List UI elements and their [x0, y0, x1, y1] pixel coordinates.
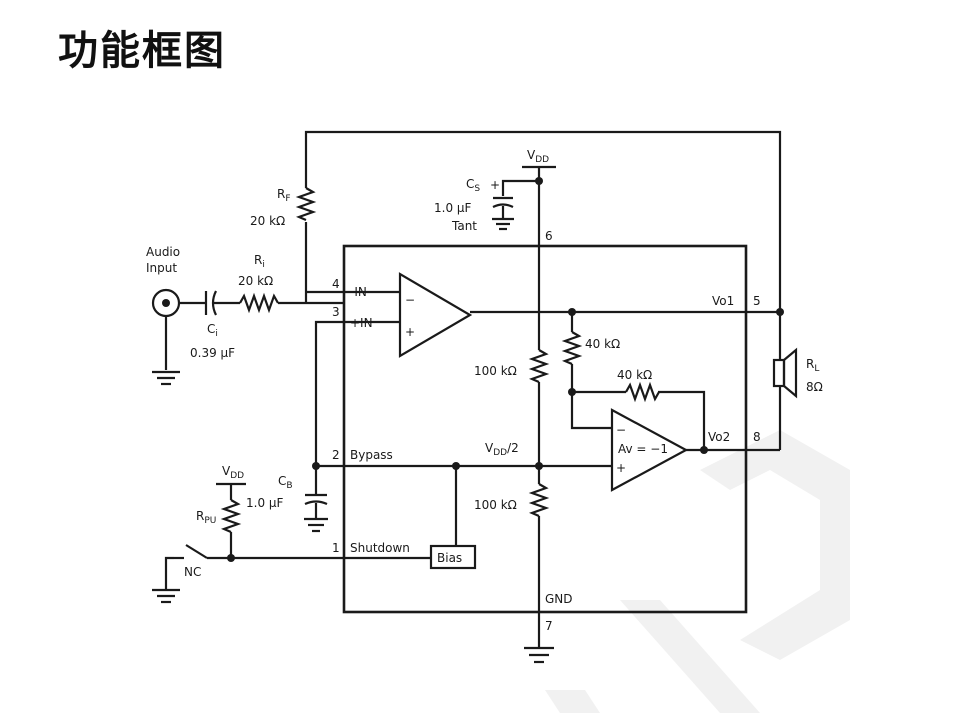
opamp-1-plus: +: [405, 325, 415, 339]
vo2-label: Vo2: [708, 430, 730, 444]
bypass-label: Bypass: [350, 448, 393, 462]
gnd-label: GND: [545, 592, 573, 606]
opamp-2-plus: +: [616, 461, 626, 475]
resistor-100k-bottom: [528, 483, 550, 518]
in-minus-label: -IN: [350, 285, 367, 299]
audio-input-label-1: Audio: [146, 245, 180, 259]
capacitor-ci: [204, 290, 217, 316]
ci-value: 0.39 µF: [190, 346, 235, 360]
resistor-100k-top: [528, 349, 550, 384]
resistor-40k-b: [625, 381, 660, 403]
r40k-a-value: 40 kΩ: [585, 337, 620, 351]
audio-input-label-2: Input: [146, 261, 177, 275]
resistor-rpu: [220, 499, 242, 534]
shutdown-switch-icon: [152, 544, 208, 604]
rf-label: RF: [277, 187, 291, 204]
opamp-2-gain: Av = −1: [618, 442, 668, 456]
resistor-rf: [295, 187, 317, 222]
capacitor-cs: [492, 196, 514, 231]
capacitor-cb: [304, 466, 328, 533]
opamp-1-minus: −: [405, 293, 415, 307]
rf-value: 20 kΩ: [250, 214, 285, 228]
ri-label: Ri: [254, 253, 265, 270]
cs-plus: +: [490, 178, 500, 192]
r40k-b-value: 40 kΩ: [617, 368, 652, 382]
pin-1: 1: [332, 541, 340, 555]
in-plus-label: +IN: [350, 316, 373, 330]
cb-value: 1.0 µF: [246, 496, 284, 510]
pin-6: 6: [545, 229, 553, 243]
cs-type: Tant: [451, 219, 477, 233]
nc-label: NC: [184, 565, 201, 579]
audio-input-jack-icon: [151, 288, 181, 386]
rl-label: RL: [806, 357, 819, 374]
opamp-2-minus: −: [616, 423, 626, 437]
vdd-left-label: VDD: [222, 464, 244, 481]
r100k-bottom-value: 100 kΩ: [474, 498, 517, 512]
pin-4: 4: [332, 277, 340, 291]
vo1-label: Vo1: [712, 294, 734, 308]
vdd-half-label: VDD/2: [485, 441, 519, 458]
pin-2: 2: [332, 448, 340, 462]
shutdown-label: Shutdown: [350, 541, 410, 555]
resistor-40k-a: [561, 331, 583, 366]
bias-label: Bias: [437, 551, 462, 565]
ground-symbol-gnd: [524, 646, 554, 664]
opamp-2: [610, 408, 689, 492]
watermark: [545, 430, 850, 713]
cs-value: 1.0 µF: [434, 201, 472, 215]
vdd-top-label: VDD: [527, 148, 549, 165]
r100k-top-value: 100 kΩ: [474, 364, 517, 378]
ri-value: 20 kΩ: [238, 274, 273, 288]
resistor-ri: [239, 292, 279, 314]
speaker-rl-icon: [772, 347, 798, 399]
cb-label: CB: [278, 474, 293, 491]
pin-8: 8: [753, 430, 761, 444]
pin-7: 7: [545, 619, 553, 633]
feedback-wire: [304, 130, 782, 312]
opamp-1: [398, 272, 473, 358]
page-title: 功能框图: [58, 28, 226, 74]
pin-3: 3: [332, 305, 340, 319]
rpu-label: RPU: [196, 509, 216, 526]
pin-5: 5: [753, 294, 761, 308]
rl-value: 8Ω: [806, 380, 823, 394]
ci-label: Ci: [207, 322, 218, 339]
cs-label: CS: [466, 177, 480, 194]
ic-package-box: [342, 244, 748, 614]
